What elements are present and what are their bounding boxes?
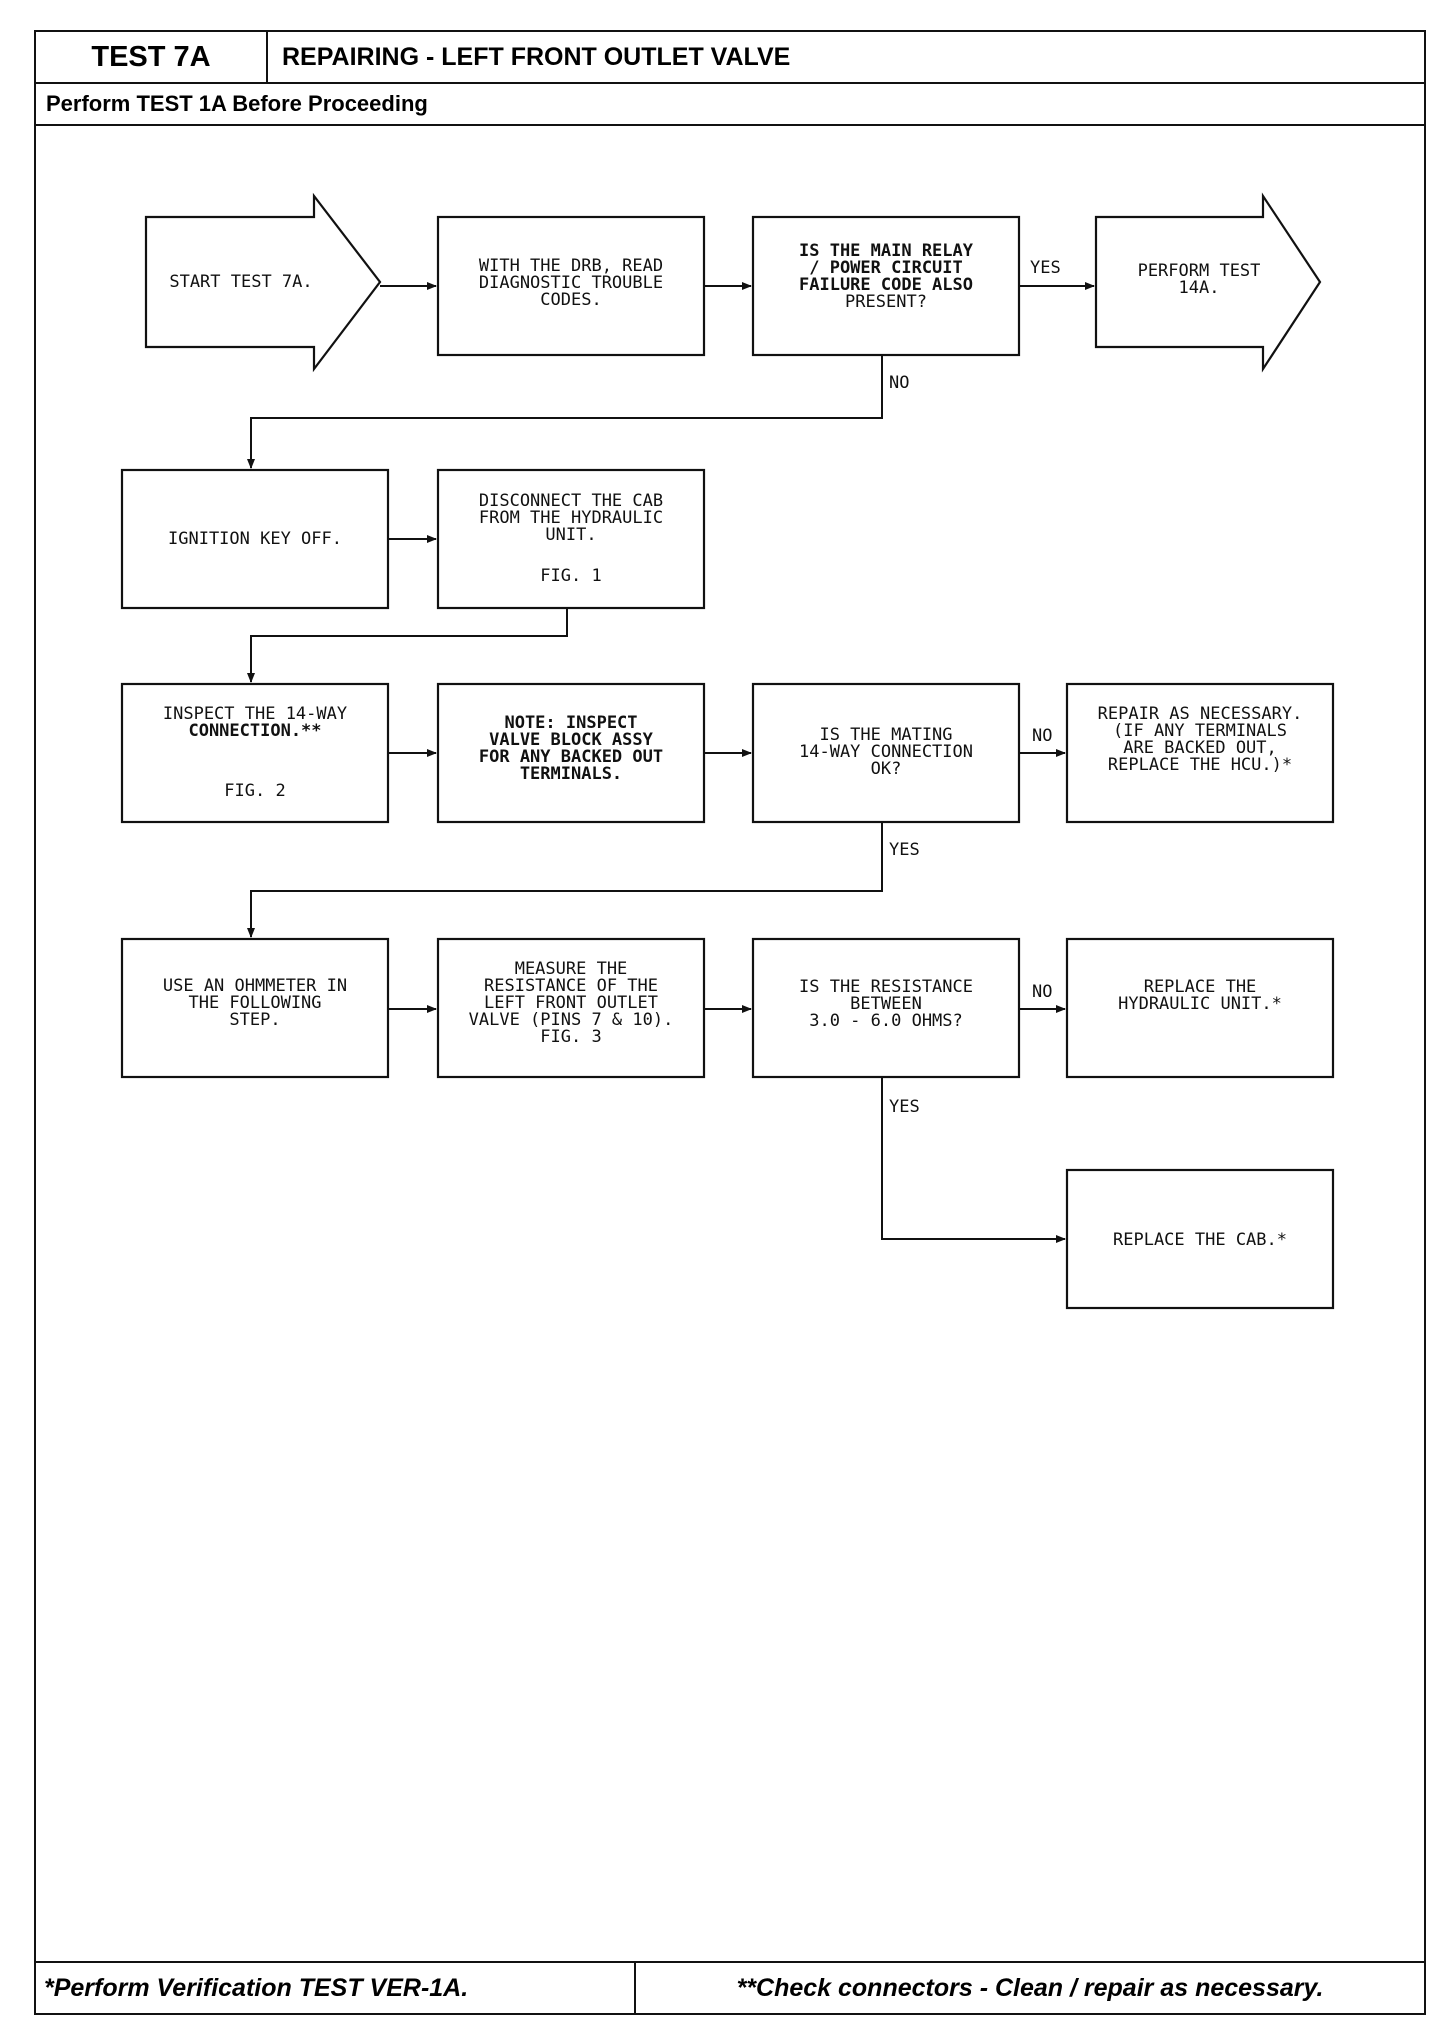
yes-label: YES	[889, 840, 920, 860]
inspect-14way-box: INSPECT THE 14-WAY CONNECTION.** FIG. 2	[120, 682, 390, 824]
repair-line: REPLACE THE HCU.)*	[1108, 755, 1292, 775]
read-codes-line: DIAGNOSTIC TROUBLE	[479, 273, 663, 293]
ohmmeter-line: THE FOLLOWING	[188, 993, 321, 1013]
repair-line: (IF ANY TERMINALS	[1113, 721, 1287, 741]
arrow-yes-to-replace-cab	[881, 1077, 1066, 1243]
inspect-14way-fig: FIG. 2	[224, 781, 285, 801]
measure-fig: FIG. 3	[540, 1027, 601, 1047]
disconnect-cab-line: DISCONNECT THE CAB	[479, 491, 663, 511]
ignition-off-label: IGNITION KEY OFF.	[168, 529, 342, 549]
perform-14a-line: 14A.	[1179, 278, 1220, 298]
footer-verification-note: *Perform Verification TEST VER-1A.	[36, 1963, 636, 2013]
repair-line: REPAIR AS NECESSARY.	[1098, 704, 1303, 724]
note-inspect-line: NOTE: INSPECT	[504, 713, 637, 733]
measure-line: VALVE (PINS 7 & 10).	[469, 1010, 674, 1030]
main-relay-line: / POWER CIRCUIT	[809, 258, 963, 278]
arrow-disconnect-to-inspect	[247, 608, 568, 683]
mating-question-box: IS THE MATING 14-WAY CONNECTION OK?	[751, 682, 1021, 824]
flowchart: START TEST 7A. WITH THE DRB, READ DIAGNO…	[120, 192, 1335, 1310]
ohmmeter-line: STEP.	[229, 1010, 280, 1030]
main-relay-question-box: IS THE MAIN RELAY / POWER CIRCUIT FAILUR…	[751, 215, 1021, 357]
repair-box: REPAIR AS NECESSARY. (IF ANY TERMINALS A…	[1065, 682, 1335, 824]
test-number: TEST 7A	[36, 32, 268, 82]
footer: *Perform Verification TEST VER-1A. **Che…	[36, 1961, 1424, 2013]
page-frame: TEST 7A REPAIRING - LEFT FRONT OUTLET VA…	[34, 30, 1426, 2015]
no-label: NO	[1032, 726, 1052, 746]
replace-cab-box: REPLACE THE CAB.*	[1065, 1168, 1335, 1310]
ohmmeter-line: USE AN OHMMETER IN	[163, 976, 347, 996]
measure-line: RESISTANCE OF THE	[484, 976, 658, 996]
mating-question-line: OK?	[871, 759, 902, 779]
measure-resistance-box: MEASURE THE RESISTANCE OF THE LEFT FRONT…	[436, 937, 706, 1079]
ohmmeter-box: USE AN OHMMETER IN THE FOLLOWING STEP.	[120, 937, 390, 1079]
main-relay-line: FAILURE CODE ALSO	[799, 275, 973, 295]
replace-hcu-line: REPLACE THE	[1144, 977, 1257, 997]
disconnect-cab-line: FROM THE HYDRAULIC	[479, 508, 663, 528]
resistance-question-line: 3.0 - 6.0 OHMS?	[809, 1011, 963, 1031]
mating-question-line: 14-WAY CONNECTION	[799, 742, 973, 762]
yes-label: YES	[889, 1097, 920, 1117]
main-relay-line: PRESENT?	[845, 292, 927, 312]
perform-14a-node: PERFORM TEST 14A.	[1094, 192, 1322, 373]
main-relay-line: IS THE MAIN RELAY	[799, 241, 974, 261]
measure-line: MEASURE THE	[515, 959, 628, 979]
disconnect-cab-fig: FIG. 1	[540, 566, 601, 586]
mating-question-line: IS THE MATING	[819, 725, 952, 745]
note-inspect-line: FOR ANY BACKED OUT	[479, 747, 663, 767]
resistance-question-line: BETWEEN	[850, 994, 922, 1014]
replace-hcu-box: REPLACE THE HYDRAULIC UNIT.*	[1065, 937, 1335, 1079]
inspect-14way-line: INSPECT THE 14-WAY	[163, 704, 347, 724]
yes-label: YES	[1030, 258, 1061, 278]
measure-line: LEFT FRONT OUTLET	[484, 993, 658, 1013]
note-inspect-line: TERMINALS.	[520, 764, 622, 784]
ignition-off-box: IGNITION KEY OFF.	[120, 468, 390, 610]
arrow-no-to-ignition	[247, 355, 883, 469]
resistance-question-line: IS THE RESISTANCE	[799, 977, 973, 997]
precondition: Perform TEST 1A Before Proceeding	[36, 84, 1424, 126]
read-codes-box: WITH THE DRB, READ DIAGNOSTIC TROUBLE CO…	[436, 215, 706, 357]
header-row: TEST 7A REPAIRING - LEFT FRONT OUTLET VA…	[36, 32, 1424, 84]
replace-cab-label: REPLACE THE CAB.*	[1113, 1230, 1287, 1250]
note-inspect-line: VALVE BLOCK ASSY	[489, 730, 654, 750]
start-node: START TEST 7A.	[144, 192, 382, 373]
test-title: REPAIRING - LEFT FRONT OUTLET VALVE	[282, 42, 791, 71]
repair-line: ARE BACKED OUT,	[1123, 738, 1277, 758]
read-codes-line: WITH THE DRB, READ	[479, 256, 663, 276]
read-codes-line: CODES.	[540, 290, 601, 310]
resistance-question-box: IS THE RESISTANCE BETWEEN 3.0 - 6.0 OHMS…	[751, 937, 1021, 1079]
note-inspect-box: NOTE: INSPECT VALVE BLOCK ASSY FOR ANY B…	[436, 682, 706, 824]
perform-14a-line: PERFORM TEST	[1138, 261, 1261, 281]
start-label: START TEST 7A.	[169, 272, 312, 292]
disconnect-cab-box: DISCONNECT THE CAB FROM THE HYDRAULIC UN…	[436, 468, 706, 610]
no-label: NO	[889, 373, 909, 393]
arrow-yes-to-ohmmeter	[247, 822, 883, 938]
disconnect-cab-line: UNIT.	[545, 525, 596, 545]
inspect-14way-line: CONNECTION.**	[188, 721, 321, 741]
no-label: NO	[1032, 982, 1052, 1002]
replace-hcu-line: HYDRAULIC UNIT.*	[1118, 994, 1282, 1014]
footer-connector-note: **Check connectors - Clean / repair as n…	[736, 1973, 1324, 2002]
